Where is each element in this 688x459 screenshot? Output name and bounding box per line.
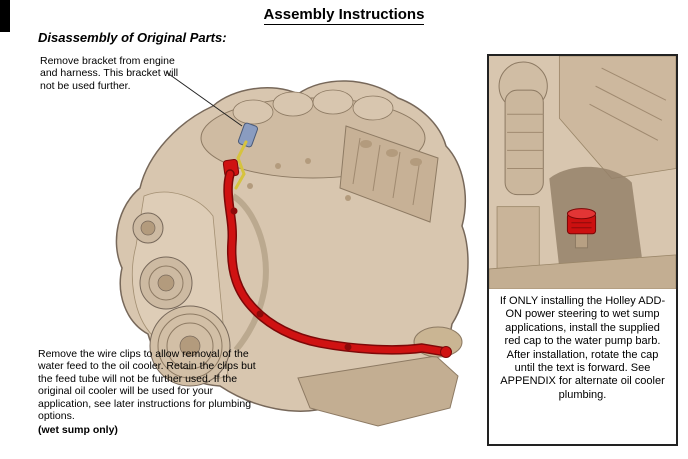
tube-clamp [230,207,238,215]
leader-line [165,71,243,127]
page-title: Assembly Instructions [263,6,425,25]
closeup-rib [601,67,667,101]
valve-cover-port [410,158,422,166]
valve-cover-port [386,149,398,157]
closeup-pan-rail [489,254,676,289]
intake-runner [352,95,394,121]
intake-runner [312,89,354,115]
engine-closeup-figure [489,56,676,289]
red-cap [566,208,597,249]
red-water-feed-tube [222,158,452,358]
bracket-highlight [234,122,258,190]
closeup-block [558,56,676,179]
tube-body [224,170,450,356]
valve-cover-port [360,140,372,148]
tube-clamp [256,310,264,318]
wet-sump-label: (wet sump only) [38,424,118,436]
pump-barb [574,233,589,249]
valve-cover-rib [412,158,421,206]
bracket-note: Remove bracket from engine and harness. … [40,55,179,92]
tube-end-fitting [440,346,452,358]
bolt [275,163,281,169]
engine-figure [115,71,469,427]
section-heading: Disassembly of Original Parts: [38,30,227,45]
accessory-pulleys [132,212,231,387]
bolt [305,158,311,164]
valve-cover-rib [352,137,361,185]
valve-cover-rib [372,144,381,192]
wire-clips-note: Remove the wire clips to allow removal o… [38,348,256,422]
tube-clamp [344,343,352,351]
engine-illustration [48,46,478,446]
intake-runner [272,91,314,117]
scan-edge-artifact [0,0,10,32]
bolt [247,183,253,189]
valve-cover-rib [392,151,401,199]
closeup-boss [496,206,540,278]
closeup-rib [595,85,663,121]
bolt [345,195,351,201]
callout-caption: If ONLY installing the Holley ADD-ON pow… [499,295,666,401]
block-shading [231,193,269,352]
closeup-cylinder [504,89,544,196]
closeup-rib [589,103,659,141]
valve-cover [339,125,439,223]
red-cap-top [566,208,597,220]
detail-callout-panel: If ONLY installing the Holley ADD-ON pow… [487,54,678,446]
intake-runner [232,99,274,125]
